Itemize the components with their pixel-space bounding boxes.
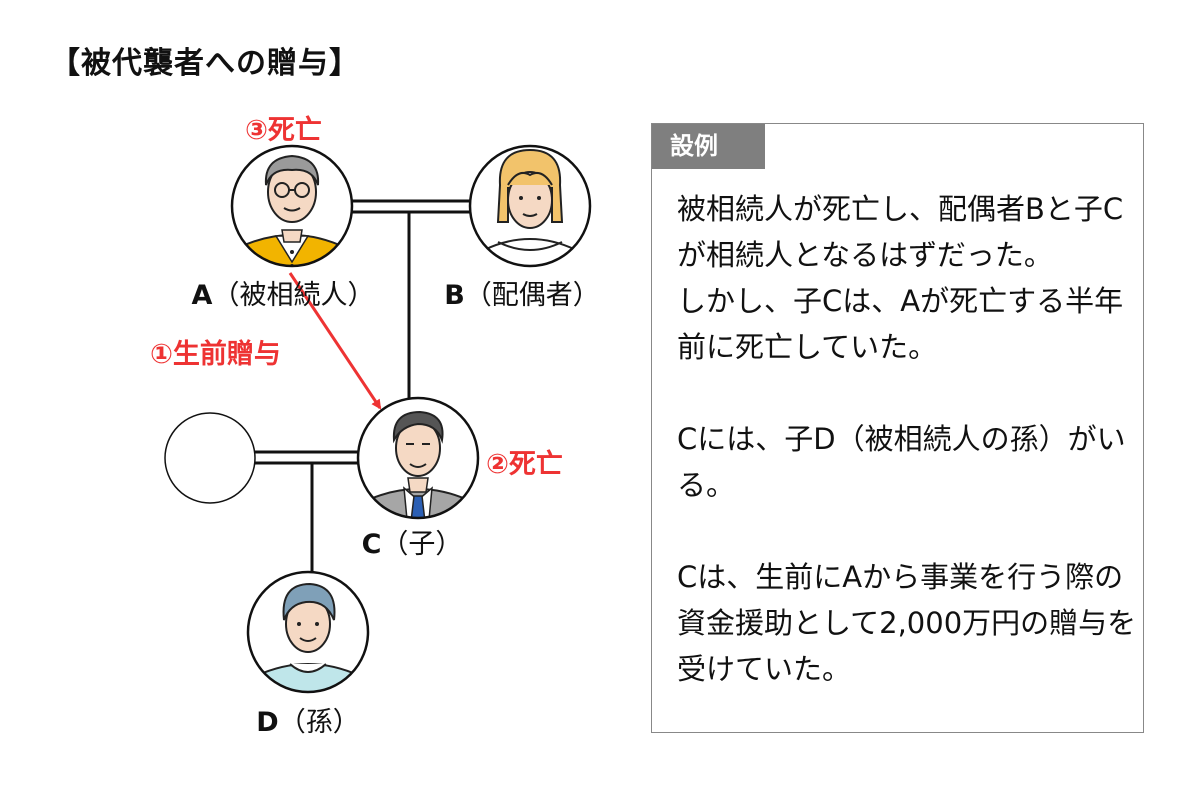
page-title: 【被代襲者への贈与】 — [50, 46, 360, 81]
person-d-letter: D — [256, 707, 279, 738]
person-b-letter: B — [444, 280, 465, 311]
example-body: 被相続人が死亡し、配偶者Bと子Cが相続人となるはずだった。 しかし、子Cは、Aが… — [677, 192, 1137, 686]
person-a-label: A（被相続人） — [192, 273, 375, 312]
person-b-avatar — [468, 144, 592, 268]
person-b-role: （配偶者） — [464, 280, 600, 311]
person-a-letter: A — [191, 280, 213, 311]
death-label-a: ③死亡 — [245, 115, 322, 146]
example-box: 設例 被相続人が死亡し、配偶者Bと子Cが相続人となるはずだった。 しかし、子Cは… — [651, 123, 1144, 733]
gift-label: ①生前贈与 — [150, 339, 281, 370]
marriage-line-a-b — [352, 199, 470, 214]
person-c-avatar — [356, 396, 480, 520]
c-spouse-circle — [164, 412, 256, 504]
example-tag: 設例 — [652, 124, 765, 169]
gift-arrow — [288, 272, 382, 410]
person-a-role: （被相続人） — [212, 280, 375, 311]
person-b-label: B（配偶者） — [444, 273, 600, 312]
person-a-avatar — [230, 144, 354, 268]
family-tree-diagram — [164, 144, 592, 694]
person-c-role: （子） — [381, 529, 463, 560]
marriage-line-c-spouse — [255, 450, 358, 465]
person-c-label: C（子） — [362, 522, 463, 561]
person-d-label: D（孫） — [256, 700, 359, 739]
death-label-c: ②死亡 — [486, 449, 563, 480]
person-d-avatar — [246, 570, 370, 694]
person-d-role: （孫） — [278, 707, 360, 738]
person-c-letter: C — [361, 529, 382, 560]
